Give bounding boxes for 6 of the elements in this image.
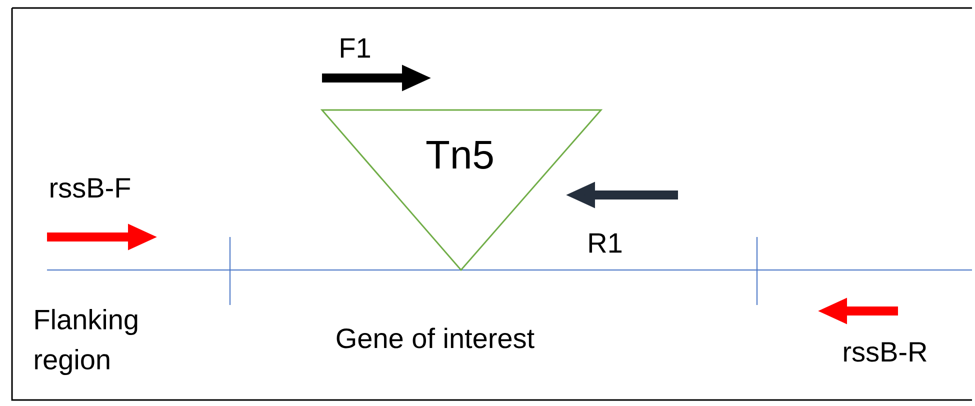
label: F1 bbox=[340, 38, 370, 58]
label: R1 bbox=[589, 233, 622, 253]
label: Gene of interest bbox=[336, 328, 534, 348]
label: Flanking region bbox=[35, 308, 138, 376]
label: rssB-F bbox=[50, 178, 130, 198]
label: rssB-R bbox=[844, 342, 926, 362]
